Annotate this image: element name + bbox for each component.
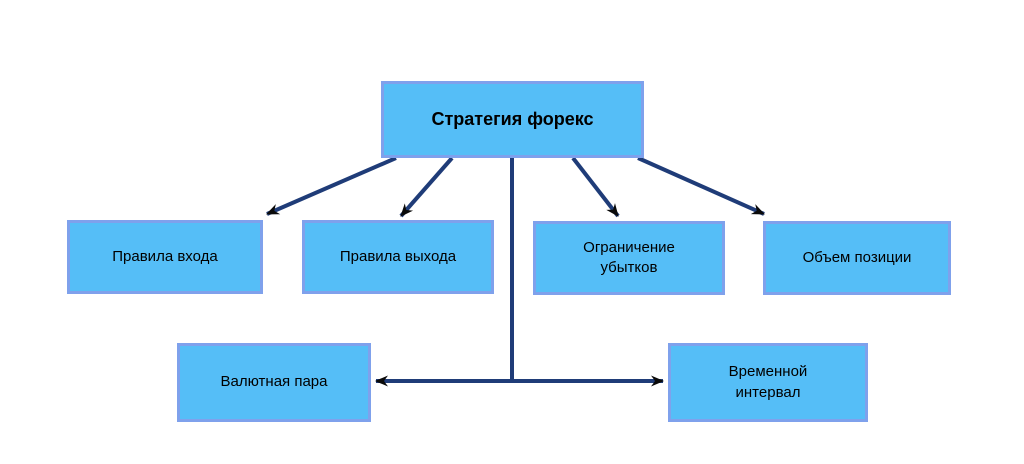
node-strategy-forex: Стратегия форекс	[381, 81, 644, 158]
node-label: Ограничение убытков	[583, 238, 675, 276]
node-entry-rules: Правила входа	[67, 220, 263, 294]
edge-strategy-loss-limit	[571, 156, 620, 218]
edge-strategy-entry-rules	[266, 156, 397, 216]
node-label: Правила выхода	[339, 247, 457, 265]
node-label: Временной интервал	[728, 363, 808, 401]
node-position-volume: Объем позиции	[763, 221, 951, 295]
node-loss-limitation: Ограничение убытков	[533, 221, 725, 295]
node-label: Объем позиции	[802, 248, 912, 266]
node-time-interval: Временной интервал	[668, 343, 868, 422]
edge-strategy-exit-rules	[399, 156, 454, 218]
node-exit-rules: Правила выхода	[302, 220, 494, 294]
node-label: Правила входа	[112, 247, 218, 265]
node-label: Стратегия форекс	[431, 109, 594, 130]
edge-strategy-position-size	[637, 156, 765, 216]
node-label: Валютная пара	[220, 373, 328, 391]
node-currency-pair: Валютная пара	[177, 343, 371, 422]
